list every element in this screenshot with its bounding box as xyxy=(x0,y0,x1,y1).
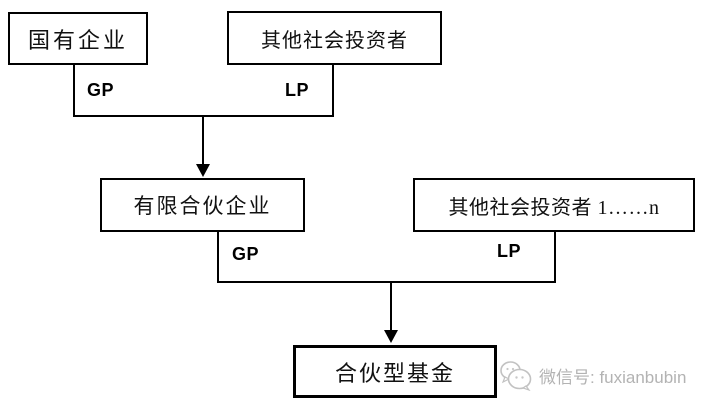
connector-soe-down xyxy=(73,64,75,117)
arrow-to-partnership-fund-shaft xyxy=(390,283,392,331)
node-other-social-investors-1-to-n-label: 其他社会投资者 1……n xyxy=(448,196,660,219)
arrow-to-partnership-fund-head xyxy=(384,330,398,343)
node-partnership-fund-label: 合伙型基金 xyxy=(334,360,455,386)
wechat-icon xyxy=(499,360,532,391)
node-other-social-investors-label: 其他社会投资者 xyxy=(261,29,408,52)
connector-top-horizontal xyxy=(73,115,334,117)
label-lp-top: LP xyxy=(285,80,310,100)
node-state-owned-enterprise: 国有企业 xyxy=(8,12,148,65)
arrow-to-limited-partnership-shaft xyxy=(202,117,204,166)
node-partnership-fund: 合伙型基金 xyxy=(293,345,497,398)
watermark: 微信号: fuxianbubin xyxy=(499,360,686,391)
node-other-social-investors: 其他社会投资者 xyxy=(227,11,442,65)
connector-other-top-down xyxy=(332,64,334,117)
connector-mid-horizontal xyxy=(217,281,556,283)
connector-limited-partnership-down xyxy=(217,231,219,282)
connector-other-mid-down xyxy=(554,231,556,282)
label-gp-top: GP xyxy=(87,80,115,100)
arrow-to-limited-partnership-head xyxy=(196,164,210,177)
label-gp-mid: GP xyxy=(232,244,260,264)
node-limited-partnership-enterprise-label: 有限合伙企业 xyxy=(133,194,272,218)
node-limited-partnership-enterprise: 有限合伙企业 xyxy=(100,178,305,232)
node-other-social-investors-1-to-n: 其他社会投资者 1……n xyxy=(413,178,695,232)
watermark-text: 微信号: fuxianbubin xyxy=(539,368,687,387)
node-state-owned-enterprise-label: 国有企业 xyxy=(27,27,128,53)
label-lp-mid: LP xyxy=(497,241,522,261)
